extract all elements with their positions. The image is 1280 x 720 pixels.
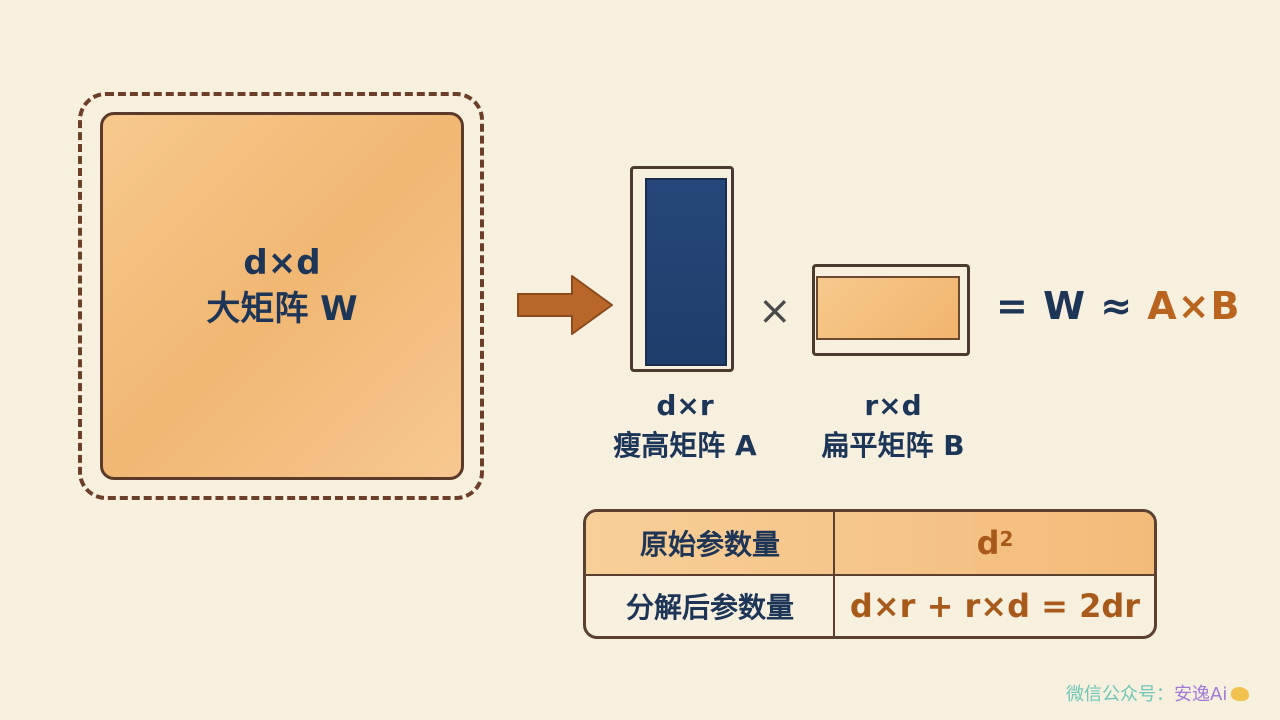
watermark-prefix: 微信公众号： <box>1066 684 1174 705</box>
matrix-w <box>100 112 464 480</box>
matrix-b <box>816 276 960 340</box>
matrix-a-dims: d×r <box>656 389 714 422</box>
original-params-label: 原始参数量 <box>639 528 780 561</box>
right-arrow-icon <box>517 275 613 335</box>
original-params-exponent: 2 <box>999 527 1014 551</box>
matrix-a-label: d×r 瘦高矩阵 A <box>590 386 780 466</box>
decomposed-params-value: d×r + r×d = 2dr <box>849 587 1141 625</box>
matrix-w-dims: d×d <box>243 243 321 283</box>
table-row: 分解后参数量 d×r + r×d = 2dr <box>586 576 1154 636</box>
matrix-b-label: r×d 扁平矩阵 B <box>800 386 986 466</box>
matrix-w-dashed-outline <box>78 92 484 500</box>
matrix-b-name: 扁平矩阵 B <box>821 429 965 462</box>
matrix-a-bracket <box>630 166 734 372</box>
multiply-sign: × <box>758 288 792 334</box>
matrix-a-name: 瘦高矩阵 A <box>613 429 757 462</box>
matrix-b-dims: r×d <box>864 389 922 422</box>
bird-icon <box>1231 687 1250 701</box>
watermark-name: 安逸Ai <box>1174 684 1228 705</box>
matrix-b-bracket <box>812 264 970 356</box>
matrix-w-name: 大矩阵 W <box>206 289 358 329</box>
original-params-base: d <box>976 524 1000 562</box>
watermark: 微信公众号：安逸Ai <box>1066 680 1250 706</box>
matrix-a <box>645 178 727 366</box>
equation-prefix: = W ≈ <box>996 284 1148 328</box>
equation-highlight: A×B <box>1147 284 1241 328</box>
approximation-equation: = W ≈ A×B <box>996 284 1241 328</box>
matrix-w-label: d×d 大矩阵 W <box>100 240 464 332</box>
table-divider <box>833 512 835 636</box>
decomposed-params-label: 分解后参数量 <box>625 591 794 624</box>
